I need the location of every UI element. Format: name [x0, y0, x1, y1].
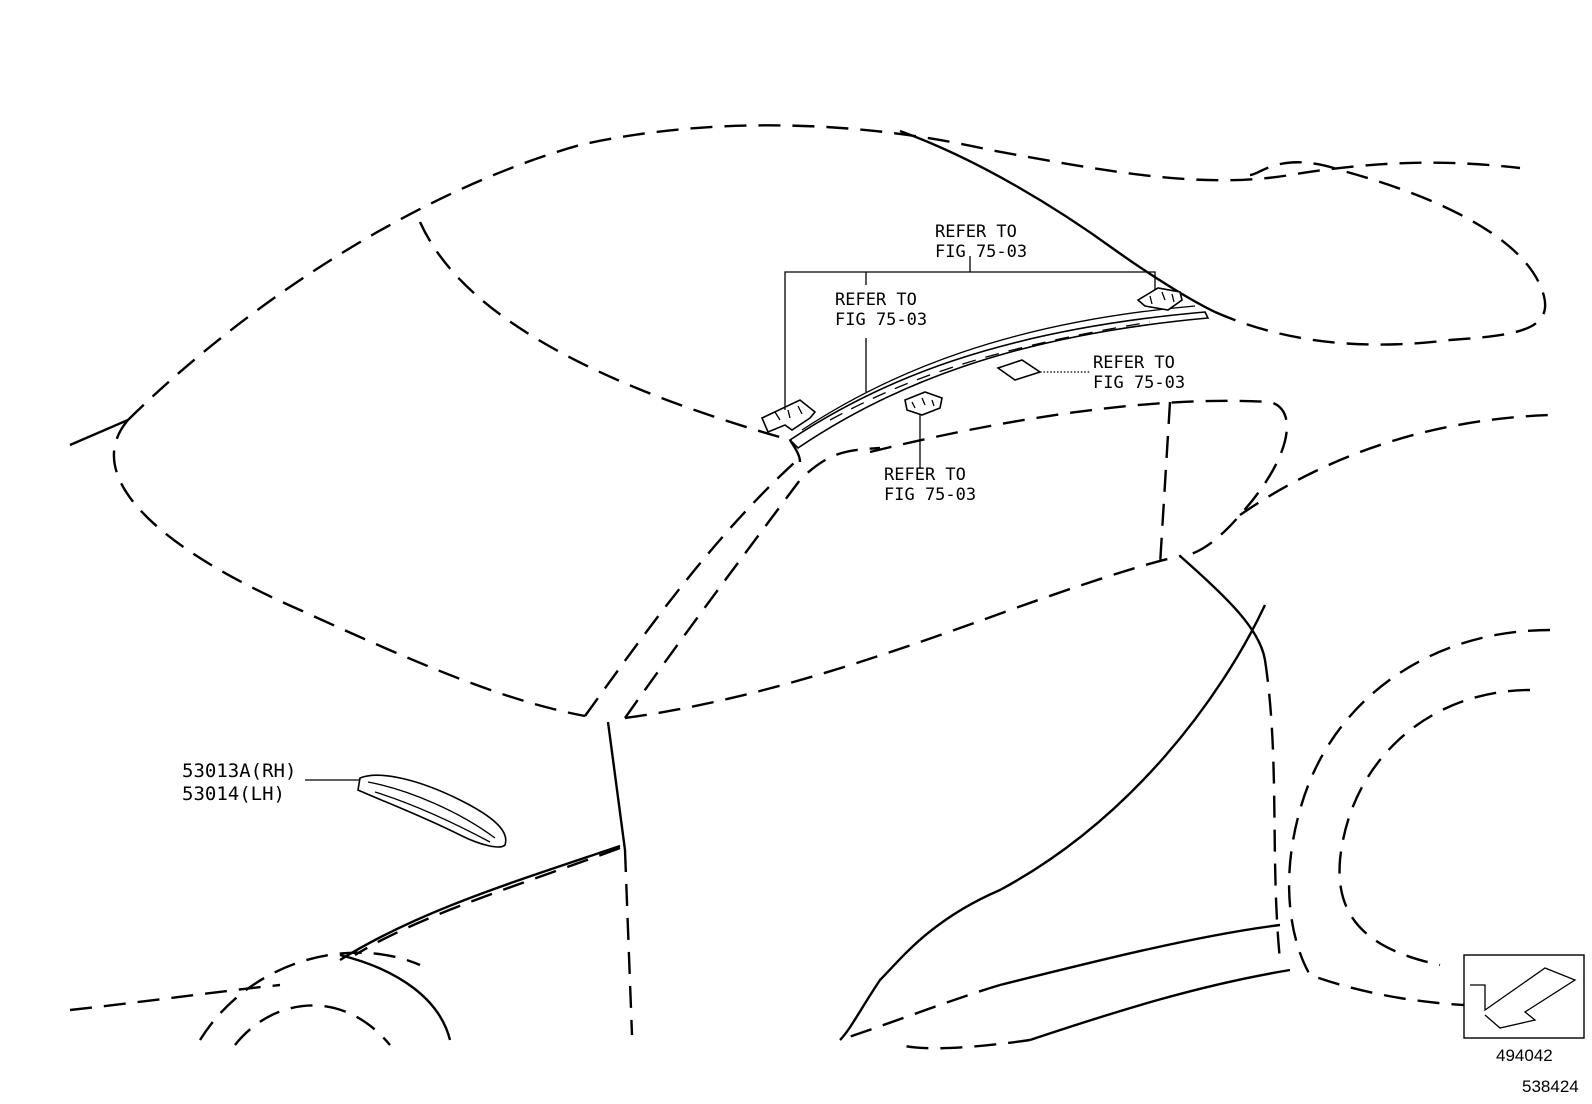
front-wheel-arch-inner: [234, 1004, 391, 1046]
rear-quarter-crease: [1179, 555, 1267, 661]
callout-refer-bottom: REFER TO FIG 75-03: [884, 465, 976, 505]
callout-line2: FIG 75-03: [1093, 373, 1185, 393]
windshield-outline: [418, 221, 791, 442]
callout-line1: REFER TO: [835, 290, 917, 310]
view-direction-icon: [1463, 954, 1585, 1039]
roof-front-edge-solid: [69, 418, 129, 447]
callout-line1: REFER TO: [935, 222, 1017, 242]
part-label-lh: 53014(LH): [182, 783, 285, 805]
rear-quarter-upper: [1239, 413, 1551, 516]
rear-quarter-lower: [1263, 659, 1282, 961]
figure-number: 538424: [1522, 1077, 1579, 1096]
sill-line-lower: [1029, 968, 1291, 1042]
side-garnish-part: [357, 774, 507, 848]
side-window-top: [869, 399, 1289, 558]
part-number-labels: 53013A(RH) 53014(LH): [182, 760, 296, 805]
callout-refer-right: REFER TO FIG 75-03: [1093, 353, 1185, 393]
a-pillar-rear: [624, 446, 881, 719]
roof-rear-edge-solid: [899, 129, 1216, 314]
molding-clip-front: [760, 399, 817, 434]
windshield-lower-edge: [112, 419, 586, 718]
rear-wheel-arch-outer: [1287, 628, 1551, 1008]
roof-molding: [788, 305, 1210, 463]
front-wheel-arch-outer: [198, 951, 421, 1041]
rear-roof-contour: [1214, 161, 1547, 346]
side-window-bottom: [624, 554, 1181, 720]
callout-line2: FIG 75-03: [935, 242, 1027, 262]
callout-line2: FIG 75-03: [884, 485, 976, 505]
door-front-edge-lower: [623, 849, 634, 1036]
door-front-edge: [606, 721, 627, 851]
front-fender-dashed: [354, 846, 621, 957]
callout-line2: FIG 75-03: [835, 310, 927, 330]
sill-line-upper: [999, 923, 1281, 987]
roof-outer-contour: [127, 124, 1521, 421]
door-rear-edge: [839, 604, 1267, 1041]
molding-pad: [996, 359, 1042, 381]
roof-drip-molding: [788, 311, 1210, 450]
rear-wheel-arch-inner: [1338, 688, 1531, 967]
sill-line-lower-dashed: [899, 1038, 1031, 1050]
callout-refer-top: REFER TO FIG 75-03: [935, 222, 1027, 262]
sill-line-dashed: [839, 983, 1001, 1042]
leader-lines: [305, 256, 1156, 781]
a-pillar-front: [584, 461, 796, 717]
callout-refer-left: REFER TO FIG 75-03: [835, 290, 927, 330]
callout-line1: REFER TO: [884, 465, 966, 485]
car-body-outline: [69, 124, 1551, 1050]
view-symbol-number: 494042: [1496, 1046, 1553, 1065]
molding-clip-rear: [1136, 287, 1183, 311]
b-pillar: [1158, 401, 1172, 566]
front-wheel-arch-solid: [339, 953, 452, 1041]
callout-line1: REFER TO: [1093, 353, 1175, 373]
molding-clip-center: [904, 391, 943, 416]
front-fender-crease: [339, 844, 621, 962]
part-label-rh: 53013A(RH): [182, 760, 296, 782]
front-lower-contour: [69, 983, 281, 1012]
